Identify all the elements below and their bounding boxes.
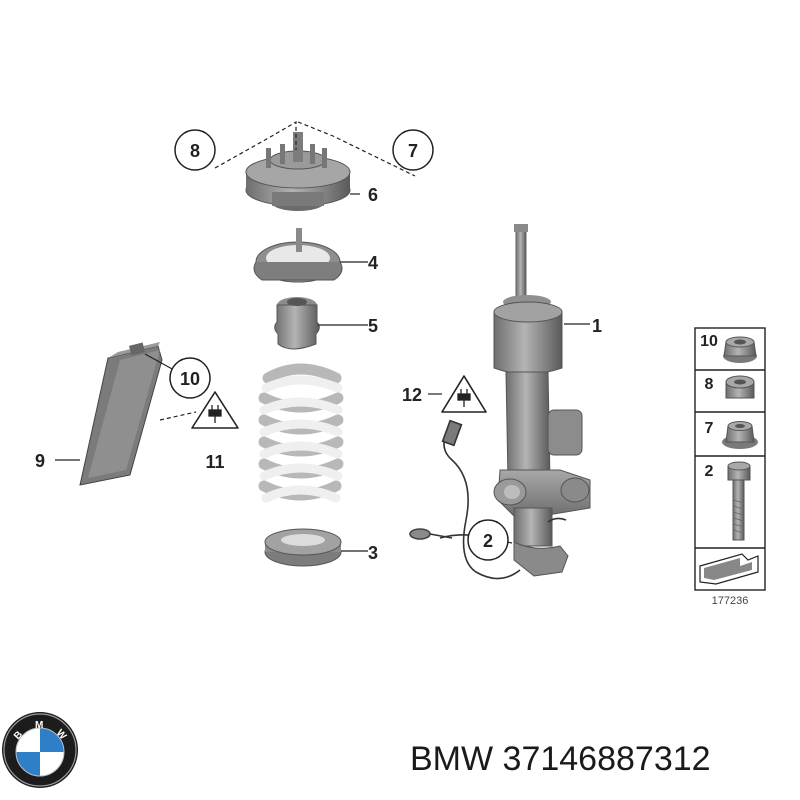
bump-stop-part-5 bbox=[274, 297, 368, 350]
part-number: 37146887312 bbox=[502, 740, 711, 778]
warning-triangle-12 bbox=[441, 375, 487, 413]
callout-2: 2 bbox=[467, 519, 509, 561]
callout-10: 10 bbox=[169, 357, 211, 399]
coil-spring bbox=[258, 363, 344, 503]
top-mount-part-6 bbox=[245, 132, 351, 211]
legend-item-label: 7 bbox=[705, 420, 714, 437]
leader-lines-top bbox=[214, 120, 416, 195]
label-4: 4 bbox=[368, 253, 378, 273]
label-12: 12 bbox=[402, 385, 422, 405]
callout-10-label: 10 bbox=[180, 369, 200, 389]
label-9: 9 bbox=[35, 451, 45, 471]
plug-icon bbox=[208, 405, 222, 423]
hex-nut-icon bbox=[725, 375, 755, 399]
label-6: 6 bbox=[368, 185, 378, 205]
bmw-logo: B M W bbox=[2, 712, 78, 788]
brand-part-caption: BMW 37146887312 bbox=[410, 734, 795, 784]
plug-icon bbox=[457, 389, 471, 407]
reference-number: 177236 bbox=[712, 595, 749, 607]
callout-2-label: 2 bbox=[483, 531, 493, 551]
label-5: 5 bbox=[368, 316, 378, 336]
hardware-legend: 10 8 7 2 bbox=[694, 327, 766, 607]
callout-8-label: 8 bbox=[190, 141, 200, 161]
spring-seat-part-4 bbox=[253, 228, 368, 283]
callout-7: 7 bbox=[392, 129, 434, 171]
hex-bolt-icon bbox=[727, 461, 751, 541]
strut-part-1 bbox=[493, 224, 591, 577]
label-3: 3 bbox=[368, 543, 378, 563]
callout-7-label: 7 bbox=[408, 141, 418, 161]
self-locking-nut-icon bbox=[722, 421, 758, 449]
svg-text:M: M bbox=[35, 720, 43, 731]
legend-item-label: 2 bbox=[705, 463, 714, 480]
label-1: 1 bbox=[592, 316, 602, 336]
lower-seat-part-3 bbox=[264, 528, 368, 567]
legend-item-label: 10 bbox=[700, 333, 718, 350]
arrow-symbol-icon bbox=[699, 553, 759, 585]
brand-name: BMW bbox=[410, 740, 494, 778]
control-unit-part-9 bbox=[55, 342, 197, 486]
flange-nut-icon bbox=[723, 336, 757, 363]
warning-triangle-11 bbox=[191, 391, 239, 429]
legend-item-label: 8 bbox=[705, 376, 714, 393]
label-11: 11 bbox=[205, 452, 224, 472]
callout-8: 8 bbox=[174, 129, 216, 171]
